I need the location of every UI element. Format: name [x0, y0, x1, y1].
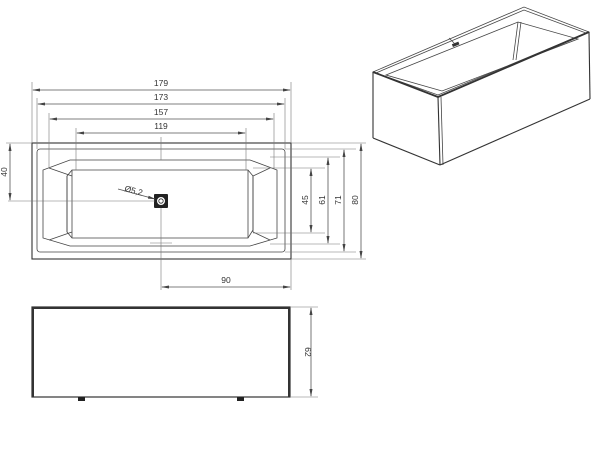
drain-diameter-label: Ø5,2 [123, 183, 144, 197]
isometric-view [371, 6, 591, 166]
dim-label-157: 157 [154, 107, 168, 117]
dim-label-173: 173 [154, 92, 168, 102]
foot-left-icon [78, 397, 85, 401]
dim-label-62: 62 [303, 347, 313, 357]
front-view: 62 [31, 306, 318, 401]
foot-right-icon [237, 397, 244, 401]
basin-top-outline [42, 159, 278, 247]
dim-label-80: 80 [350, 195, 360, 205]
dim-label-61: 61 [317, 195, 327, 205]
drain-leader [117, 188, 156, 200]
drain-icon [154, 194, 168, 208]
tub-front-panel [31, 306, 291, 398]
dim-label-90: 90 [221, 275, 231, 285]
dim-label-119: 119 [154, 121, 168, 131]
dim-label-179: 179 [154, 78, 168, 88]
dim-label-71: 71 [333, 195, 343, 205]
dim-label-40: 40 [0, 167, 9, 177]
dim-label-45: 45 [300, 195, 310, 205]
top-view: Ø5,2 179 173 157 119 90 40 [0, 78, 366, 290]
